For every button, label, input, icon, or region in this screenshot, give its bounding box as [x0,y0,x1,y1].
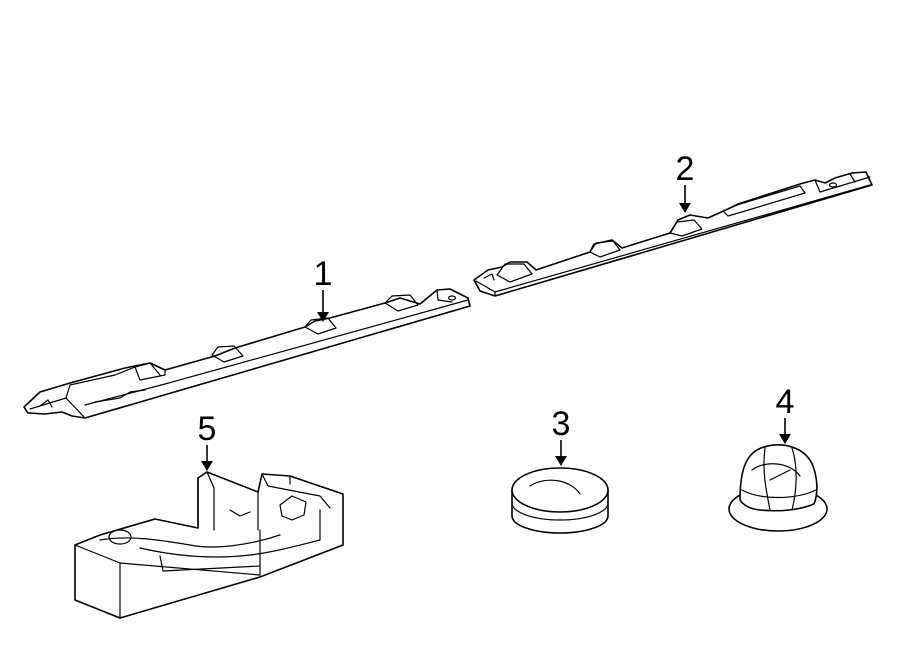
callout-5: 5 [198,410,217,471]
part-3-plug[interactable] [511,467,609,534]
callout-3-label: 3 [552,405,571,443]
part-5-bracket[interactable] [74,471,344,619]
callout-4: 4 [776,383,795,444]
callout-2: 2 [676,150,695,213]
part-1-rocker-molding-left[interactable] [23,288,471,419]
callout-4-label: 4 [776,383,795,421]
callout-2-label: 2 [676,150,695,188]
callout-4-arrowhead [779,434,791,444]
callout-2-arrowhead [679,203,691,213]
callout-3: 3 [552,405,571,466]
part-2-rocker-molding-right[interactable] [473,171,873,297]
callout-1-label: 1 [314,255,333,293]
callout-5-arrowhead [201,461,213,471]
callout-5-label: 5 [198,410,217,448]
callout-1: 1 [314,255,333,322]
callout-1-arrowhead [317,312,329,322]
callout-3-arrowhead [555,456,567,466]
part-4-clip[interactable] [728,444,828,532]
